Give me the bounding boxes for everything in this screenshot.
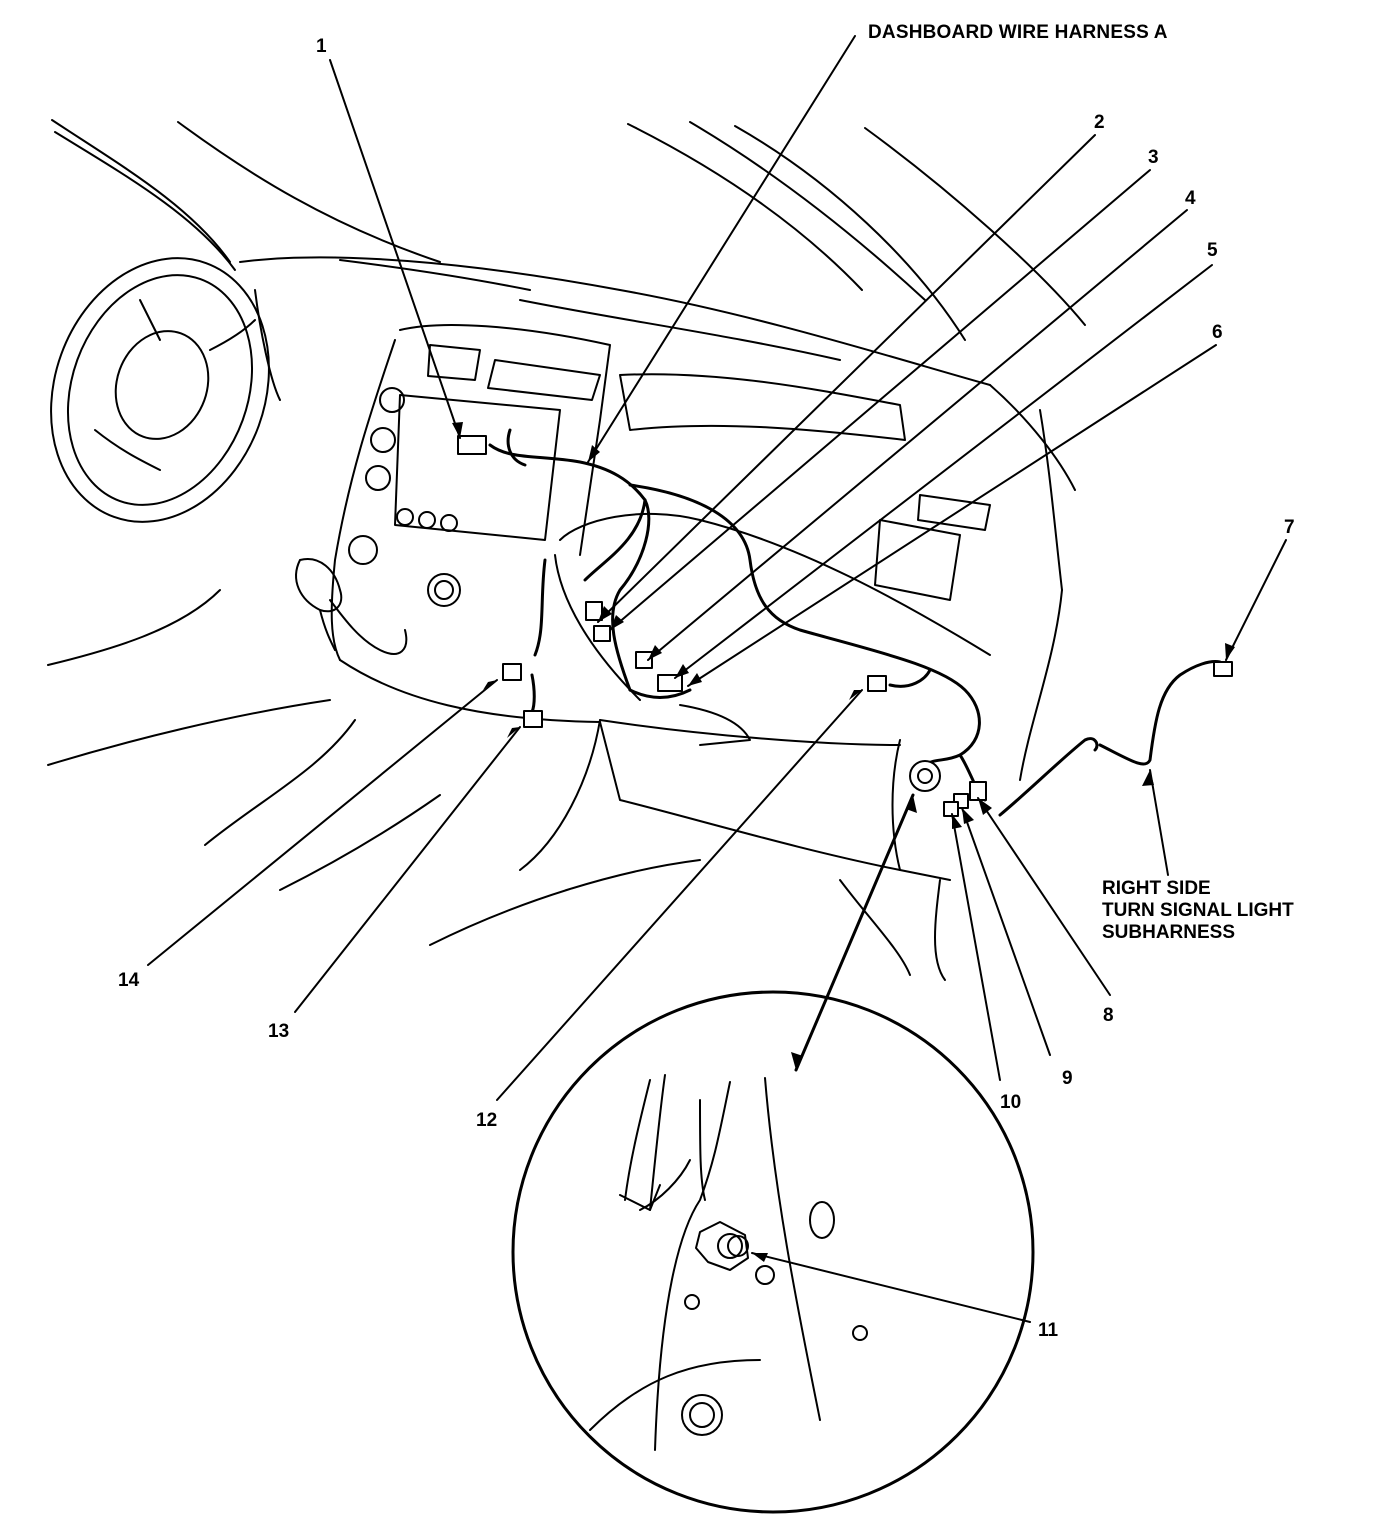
dashboard-outline: [47, 256, 1076, 981]
connectors: [457, 435, 1233, 817]
callout-6: 6: [1212, 322, 1223, 343]
callout-14: 14: [118, 970, 140, 991]
connector-8: [969, 781, 987, 801]
callout-5: 5: [1207, 240, 1218, 261]
steering-wheel: [50, 257, 270, 523]
callout-12: 12: [476, 1110, 498, 1131]
callout-13: 13: [268, 1021, 290, 1042]
callout-4: 4: [1185, 188, 1196, 209]
connector-4: [635, 651, 653, 669]
connector-5: [657, 674, 683, 692]
callout-3: 3: [1148, 147, 1159, 168]
connector-12: [867, 675, 887, 692]
detail-inset: [511, 990, 1035, 1514]
wire-harness-path: [488, 428, 1222, 817]
connector-1: [457, 435, 487, 455]
subharness-label-line2: TURN SIGNAL LIGHT: [1102, 900, 1294, 921]
connector-2: [585, 601, 603, 621]
arrow-heads: [452, 422, 1235, 1262]
connector-3: [593, 625, 611, 642]
callout-8: 8: [1103, 1005, 1114, 1026]
connector-10: [943, 801, 959, 817]
callout-7: 7: [1284, 517, 1295, 538]
callout-leaders: [147, 35, 1287, 1323]
connector-7: [1213, 661, 1233, 677]
callout-9: 9: [1062, 1068, 1073, 1089]
connector-14: [502, 663, 522, 681]
callout-1: 1: [316, 36, 327, 57]
callout-2: 2: [1094, 112, 1105, 133]
callout-10: 10: [1000, 1092, 1022, 1113]
subharness-label-line3: SUBHARNESS: [1102, 922, 1236, 943]
windshield-lines: [51, 119, 1086, 341]
connector-13: [523, 710, 543, 728]
subharness-label-line1: RIGHT SIDE: [1102, 878, 1211, 899]
callout-11: 11: [1038, 1320, 1059, 1341]
gear-shift: [295, 558, 408, 655]
dashboard-harness-label: DASHBOARD WIRE HARNESS A: [868, 22, 1168, 43]
